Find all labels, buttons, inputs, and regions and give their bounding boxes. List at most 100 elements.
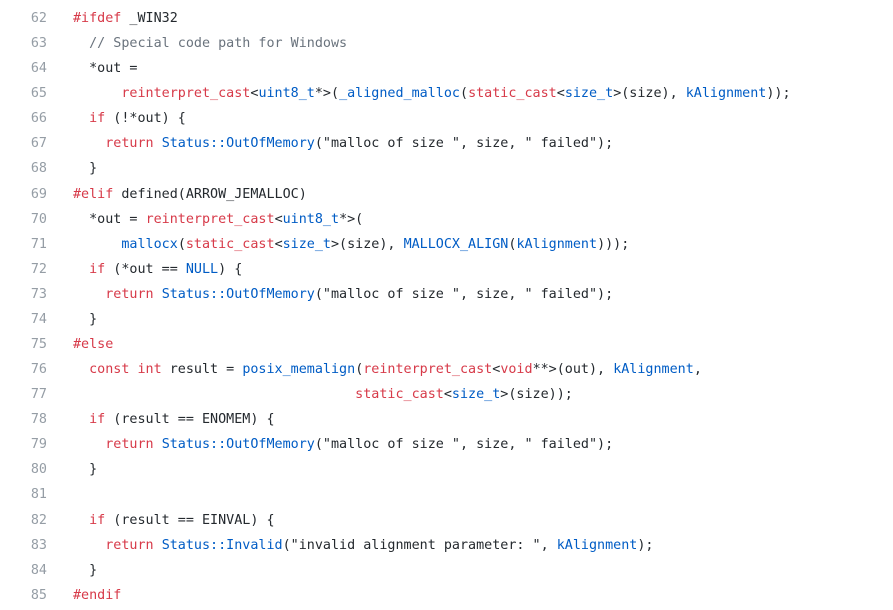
code-line: 82 if (result == EINVAL) { xyxy=(0,508,893,533)
code-token: kAlignment xyxy=(613,362,694,378)
line-number[interactable]: 66 xyxy=(30,111,47,127)
code-token: static_cast xyxy=(185,236,275,252)
line-number[interactable]: 77 xyxy=(30,387,47,403)
code-line: 81 xyxy=(0,482,893,507)
line-number[interactable]: 71 xyxy=(30,236,47,252)
line-code: if (result == ENOMEM) { xyxy=(47,407,893,432)
line-code: if (!*out) { xyxy=(47,106,893,131)
line-number[interactable]: 70 xyxy=(30,211,47,227)
code-line: 80 } xyxy=(0,457,893,482)
code-token: ( xyxy=(355,362,364,378)
code-token xyxy=(73,538,105,553)
code-line: 85 #endif xyxy=(0,583,893,608)
code-token: *out = xyxy=(73,211,146,227)
line-code: } xyxy=(47,558,893,583)
line-code: return Status::Invalid("invalid alignmen… xyxy=(47,533,893,558)
code-line: 83 return Status::Invalid("invalid align… xyxy=(0,533,893,558)
code-token: void xyxy=(500,362,533,378)
code-token: size_t xyxy=(282,236,331,252)
code-token xyxy=(73,412,89,427)
code-token: static_cast xyxy=(468,86,557,102)
code-line: 76 const int result = posix_memalign(rei… xyxy=(0,357,893,382)
code-token: *>( xyxy=(314,86,340,102)
line-code: // Special code path for Windows xyxy=(47,31,893,56)
code-token: posix_memalign xyxy=(242,362,356,378)
line-code: if (*out == NULL) { xyxy=(47,257,893,282)
line-number[interactable]: 74 xyxy=(30,311,47,327)
code-token xyxy=(73,287,105,302)
line-number[interactable]: 63 xyxy=(30,36,47,52)
line-number[interactable]: 83 xyxy=(30,537,47,553)
line-number[interactable]: 80 xyxy=(30,462,47,478)
line-number[interactable]: 68 xyxy=(30,161,47,177)
code-token: size_t xyxy=(451,387,501,403)
code-token: >(size)); xyxy=(500,387,573,403)
code-token: ) { xyxy=(218,261,243,277)
code-token: return xyxy=(105,537,154,553)
line-code: const int result = posix_memalign(reinte… xyxy=(47,357,893,382)
code-token: < xyxy=(274,211,283,227)
code-token: #elif xyxy=(73,186,114,202)
code-token: kAlignment xyxy=(516,236,598,252)
code-token: **>(out), xyxy=(532,362,614,378)
code-token xyxy=(154,287,162,302)
line-number[interactable]: 78 xyxy=(30,412,47,428)
line-number[interactable]: 82 xyxy=(30,512,47,528)
code-token: ))); xyxy=(597,236,630,252)
line-code xyxy=(47,482,893,507)
code-line: 75#else xyxy=(0,332,893,357)
code-token: } xyxy=(73,161,98,177)
code-token: size_t xyxy=(564,86,614,102)
code-line: 64 *out = xyxy=(0,56,893,81)
line-code: return Status::OutOfMemory("malloc of si… xyxy=(47,282,893,307)
line-number[interactable]: 75 xyxy=(30,337,47,353)
code-token: reinterpret_cast xyxy=(121,86,251,102)
code-token xyxy=(73,86,121,101)
code-token: uint8_t xyxy=(258,86,315,102)
code-token: result = xyxy=(161,362,243,378)
code-token: const xyxy=(89,362,130,378)
code-token: < xyxy=(556,86,565,102)
code-token: int xyxy=(137,362,162,378)
code-token: reinterpret_cast xyxy=(145,211,275,227)
line-number[interactable]: 76 xyxy=(30,362,47,378)
code-token: #endif xyxy=(73,587,122,603)
code-token: (result == ENOMEM) { xyxy=(105,412,275,428)
code-token xyxy=(73,136,105,151)
line-number[interactable]: 62 xyxy=(30,11,47,26)
code-line: 69#elif defined(ARROW_JEMALLOC) xyxy=(0,182,893,207)
code-line: 84 } xyxy=(0,558,893,583)
code-line: 77 static_cast<size_t>(size)); xyxy=(0,382,893,407)
line-number[interactable]: 81 xyxy=(30,487,47,503)
code-token: (*out == xyxy=(105,261,186,277)
line-code: #else xyxy=(47,332,893,357)
line-code: #elif defined(ARROW_JEMALLOC) xyxy=(47,182,893,207)
line-code: reinterpret_cast<uint8_t*>(_aligned_mall… xyxy=(47,81,893,106)
line-number[interactable]: 64 xyxy=(30,61,47,77)
code-line: 73 return Status::OutOfMemory("malloc of… xyxy=(0,282,893,307)
line-number[interactable]: 84 xyxy=(30,562,47,578)
code-token: ("malloc of size ", size, " failed"); xyxy=(314,136,614,152)
line-code: *out = reinterpret_cast<uint8_t*>( xyxy=(47,207,893,232)
line-number[interactable]: 65 xyxy=(30,86,47,102)
line-code: return Status::OutOfMemory("malloc of si… xyxy=(47,131,893,156)
line-number[interactable]: 73 xyxy=(30,286,47,302)
code-token: < xyxy=(492,362,501,378)
line-number[interactable]: 69 xyxy=(30,186,47,202)
code-token: (result == EINVAL) { xyxy=(105,512,275,528)
code-line: 68 } xyxy=(0,156,893,181)
line-number[interactable]: 67 xyxy=(30,136,47,152)
code-token: if xyxy=(89,111,106,127)
code-token: >(size), xyxy=(613,86,686,102)
code-token xyxy=(129,362,137,377)
line-number[interactable]: 79 xyxy=(30,437,47,453)
code-token: if xyxy=(89,261,106,277)
line-number[interactable]: 85 xyxy=(30,587,47,603)
code-line: 74 } xyxy=(0,307,893,332)
code-token: kAlignment xyxy=(685,86,767,102)
code-line: 78 if (result == ENOMEM) { xyxy=(0,407,893,432)
line-number[interactable]: 72 xyxy=(30,261,47,277)
code-token: ("invalid alignment parameter: ", xyxy=(282,537,557,553)
code-token: >(size), xyxy=(331,236,404,252)
